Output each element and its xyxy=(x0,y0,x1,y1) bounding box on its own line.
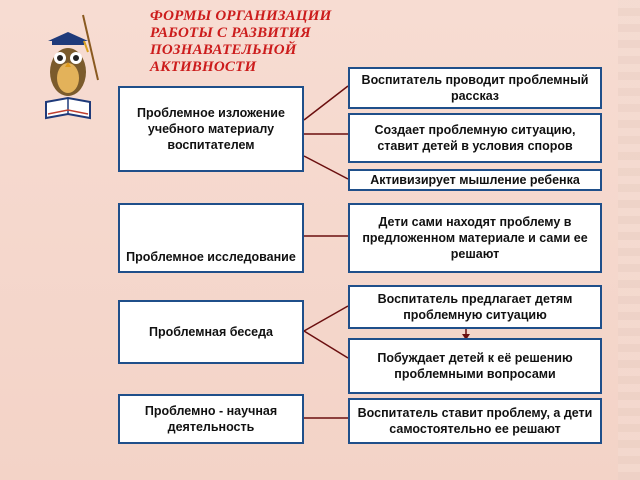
title-line: АКТИВНОСТИ xyxy=(150,59,257,75)
slide-title: ФОРМЫ ОРГАНИЗАЦИИ РАБОТЫ С РАЗВИТИЯ ПОЗН… xyxy=(150,8,390,76)
right-box-children-find-problem: Дети сами находят проблему в предложенно… xyxy=(348,203,602,273)
title-line: ПОЗНАВАТЕЛЬНОЙ xyxy=(150,42,297,58)
decorative-border xyxy=(618,0,640,480)
right-box-teacher-offers-situation: Воспитатель предлагает детям проблемную … xyxy=(348,285,602,329)
title-line: РАБОТЫ С РАЗВИТИЯ xyxy=(150,25,311,41)
owl-logo-icon xyxy=(45,14,99,120)
right-box-teacher-story: Воспитатель проводит проблемный рассказ xyxy=(348,67,602,109)
left-box-problem-presentation: Проблемное изложение учебного материалу … xyxy=(118,86,304,172)
right-box-problem-situation: Создает проблемную ситуацию, ставит дете… xyxy=(348,113,602,163)
right-box-encourage-questions: Побуждает детей к её решению проблемными… xyxy=(348,338,602,394)
title-line: ФОРМЫ ОРГАНИЗАЦИИ xyxy=(150,8,332,24)
right-box-activate-thinking: Активизирует мышление ребенка xyxy=(348,169,602,191)
left-box-problem-conversation: Проблемная беседа xyxy=(118,300,304,364)
left-box-problem-scientific-activity: Проблемно - научная деятельность xyxy=(118,394,304,444)
left-box-problem-research: Проблемное исследование xyxy=(118,203,304,273)
right-box-teacher-poses-problem: Воспитатель ставит проблему, а дети само… xyxy=(348,398,602,444)
